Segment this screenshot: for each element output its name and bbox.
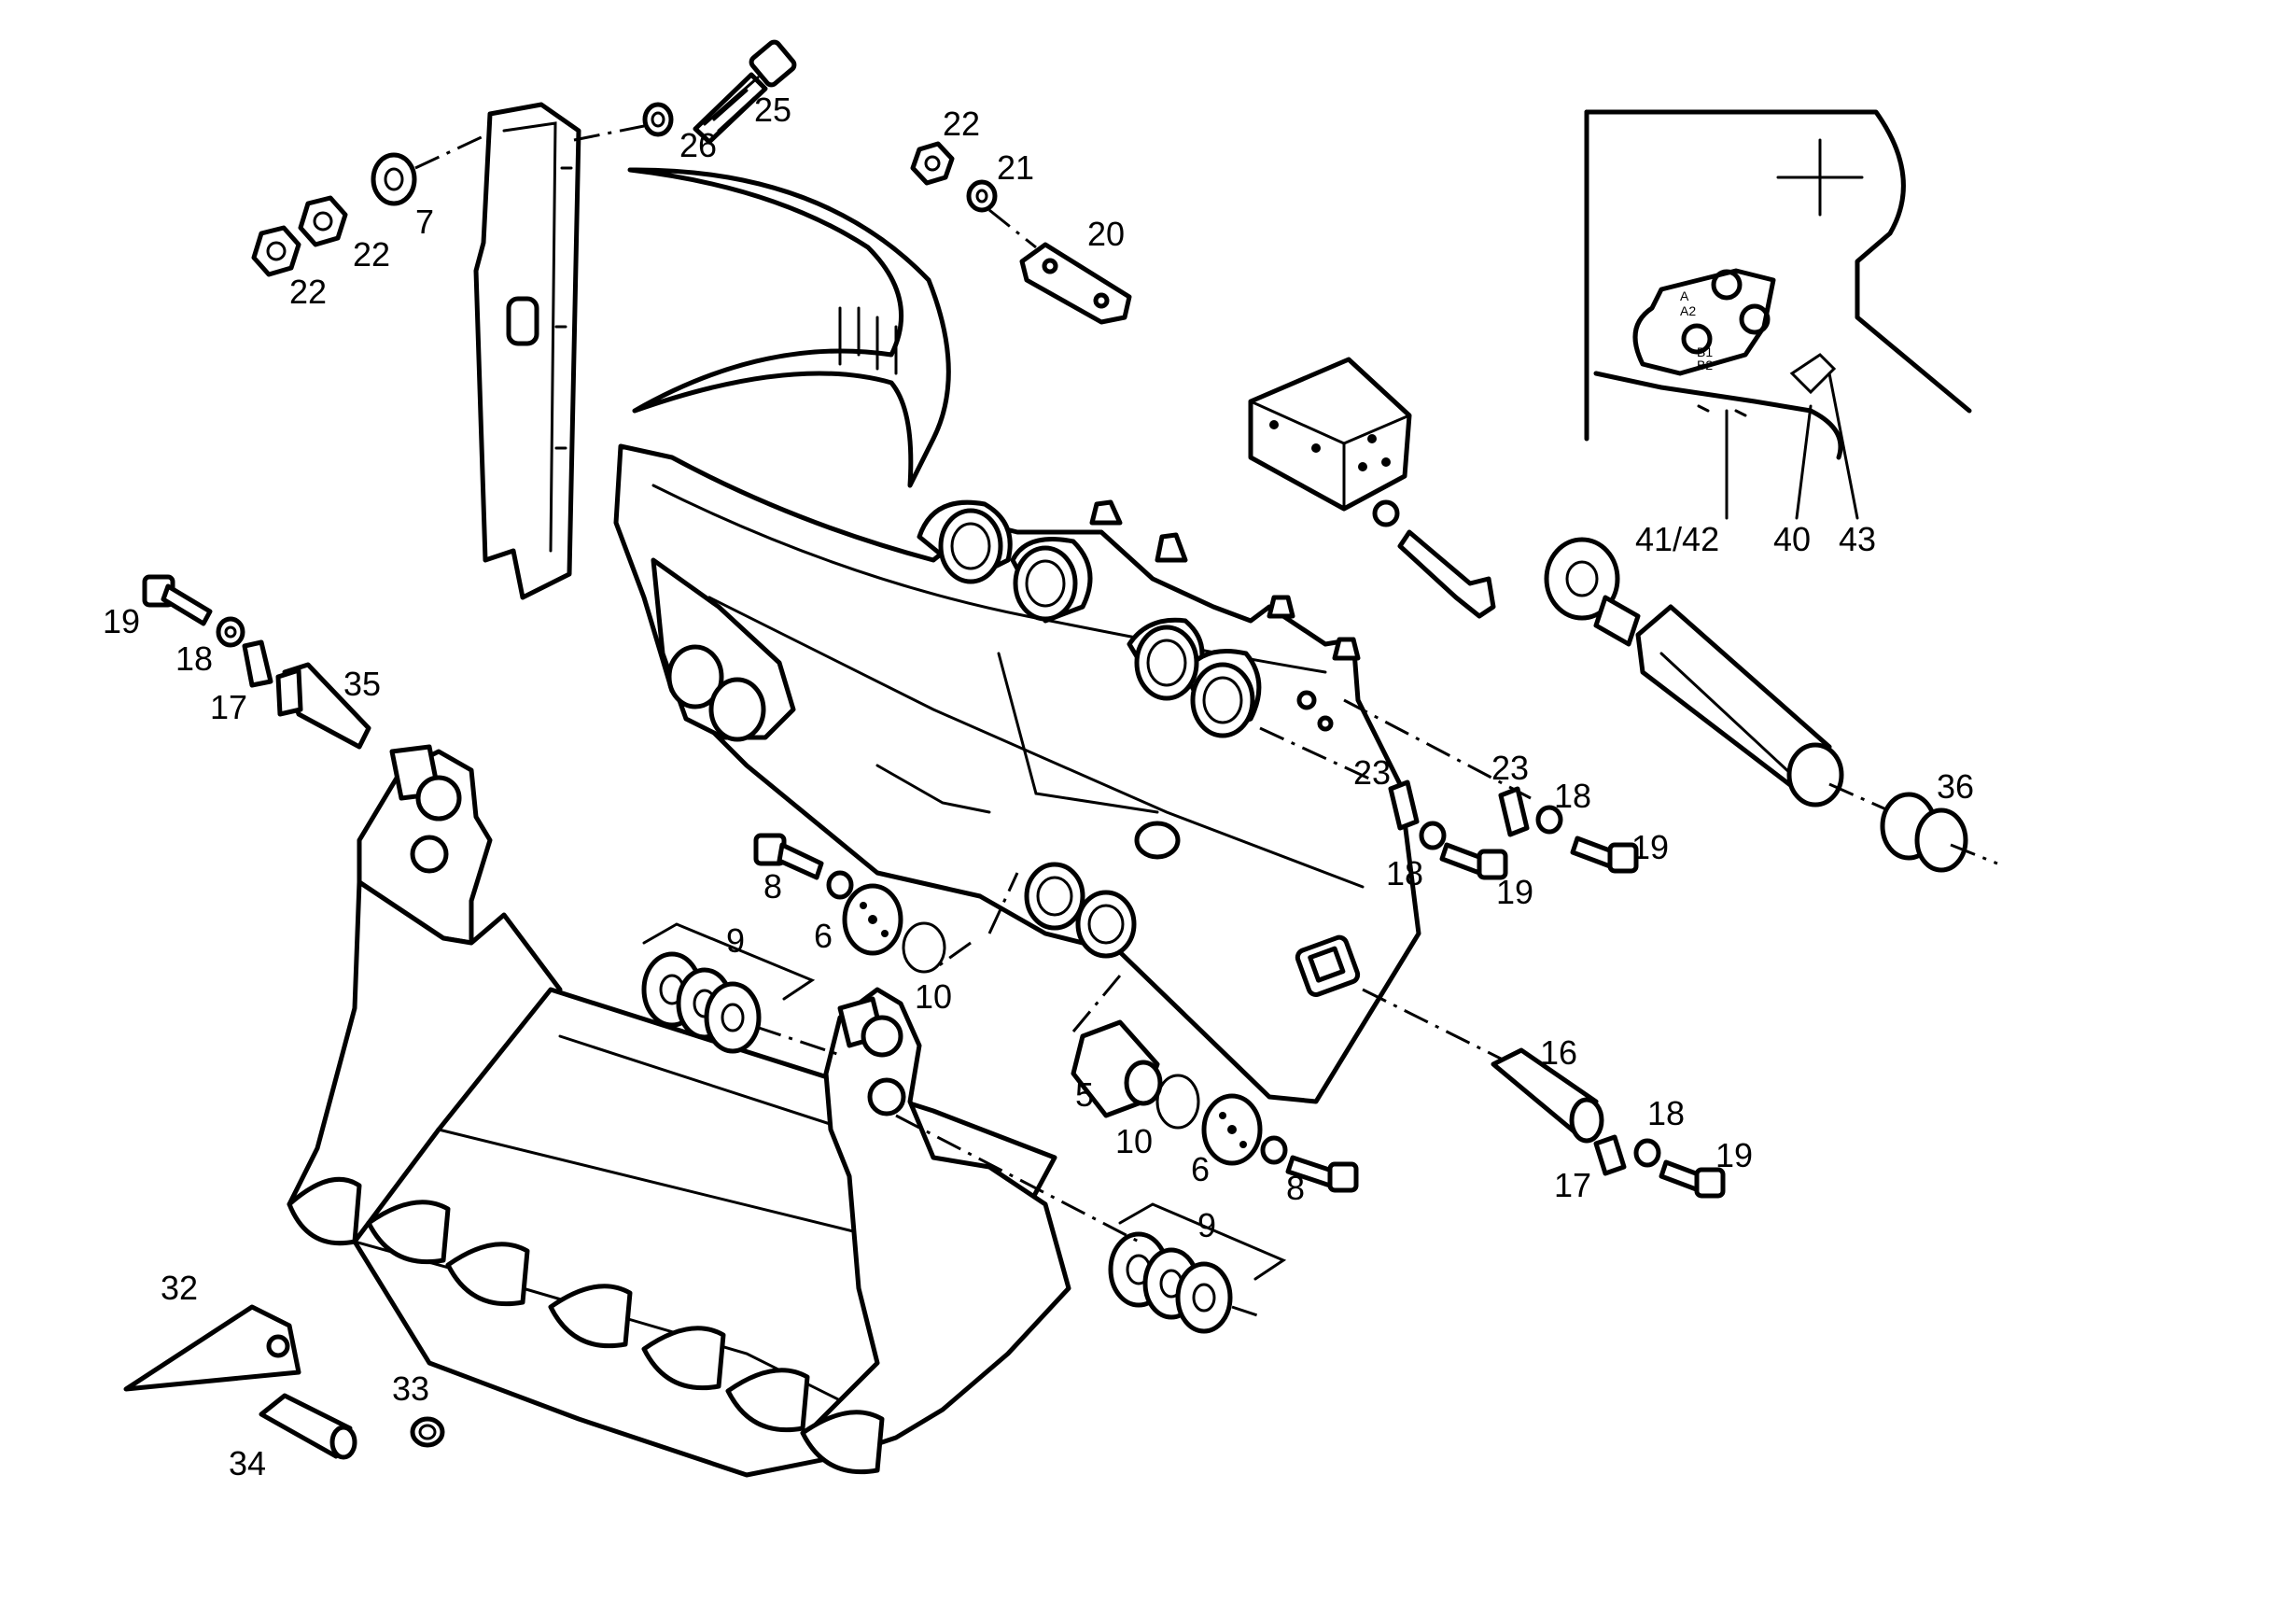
label-20: 20 [1087, 215, 1125, 253]
label-18-b: 18 [1554, 777, 1591, 815]
inset-mark-a: A [1680, 288, 1689, 303]
label-19-c: 19 [1496, 873, 1533, 911]
label-19-a: 19 [103, 602, 140, 640]
inset-mark-b1: B1 [1697, 344, 1713, 359]
fasteners-right [1259, 698, 1726, 1199]
main-arm [613, 443, 1421, 1104]
valve-block [1248, 357, 1496, 619]
label-36: 36 [1937, 767, 1974, 806]
label-35: 35 [343, 665, 381, 703]
label-40: 40 [1773, 520, 1811, 558]
curved-cutter [627, 167, 951, 488]
label-22-c: 22 [943, 105, 980, 143]
plate-20 [988, 208, 1132, 325]
label-22-b: 22 [289, 273, 327, 311]
back-plate [473, 102, 645, 600]
label-18-a: 18 [175, 639, 213, 678]
label-19-b: 19 [1631, 828, 1669, 866]
label-18-c: 18 [1386, 854, 1423, 892]
part-number-labels: 25 26 7 22 22 22 21 20 19 18 17 35 8 6 1… [103, 91, 1974, 1482]
label-9-b: 9 [1197, 1206, 1216, 1244]
fasteners-left [142, 574, 371, 750]
hydraulic-cylinder [1544, 537, 1998, 873]
label-22-a: 22 [353, 235, 390, 274]
label-7: 7 [415, 203, 434, 241]
label-23-a: 23 [1353, 753, 1391, 792]
bushings-and-spacers [641, 833, 1359, 1334]
label-16: 16 [1540, 1033, 1577, 1072]
label-33: 33 [392, 1369, 429, 1408]
label-17-b: 17 [1554, 1166, 1591, 1204]
label-25: 25 [754, 91, 791, 129]
label-8-a: 8 [763, 867, 782, 906]
inset-detail [1584, 109, 1972, 520]
fasteners-top [251, 39, 998, 277]
label-34: 34 [229, 1444, 266, 1482]
label-6-b: 6 [1191, 1150, 1210, 1188]
bucket [287, 744, 1071, 1478]
inset-mark-b2: B2 [1697, 358, 1713, 372]
label-19-d: 19 [1715, 1136, 1753, 1174]
inset-mark-a2: A2 [1680, 303, 1696, 318]
label-18-d: 18 [1647, 1094, 1685, 1132]
label-26: 26 [679, 126, 717, 164]
label-9-a: 9 [726, 921, 745, 960]
tooth-parts [123, 1304, 445, 1460]
label-32: 32 [161, 1269, 198, 1307]
label-21: 21 [997, 148, 1034, 187]
label-5: 5 [1075, 1075, 1094, 1114]
label-17-a: 17 [210, 688, 247, 726]
inset-marks: A A2 B1 B2 [1680, 288, 1713, 372]
label-8-b: 8 [1286, 1169, 1305, 1207]
label-41-42: 41/42 [1635, 520, 1719, 558]
label-10-a: 10 [915, 977, 952, 1016]
label-6-a: 6 [814, 917, 833, 955]
label-43: 43 [1839, 520, 1876, 558]
label-10-b: 10 [1115, 1122, 1153, 1160]
label-23-b: 23 [1491, 749, 1529, 787]
